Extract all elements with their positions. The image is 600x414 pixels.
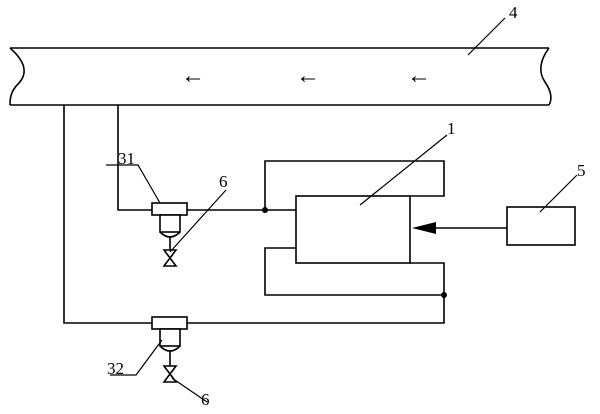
flow-arrow: ← xyxy=(296,63,320,89)
leader-lines xyxy=(106,17,578,403)
label-pipe-4: 4 xyxy=(509,3,518,22)
label-device-1: 1 xyxy=(447,119,456,138)
device-1 xyxy=(295,195,411,264)
junction-31 xyxy=(151,202,188,250)
junction-32 xyxy=(151,316,188,366)
label-valve-6-lower: 6 xyxy=(201,390,210,409)
arrow-head xyxy=(412,222,436,234)
label-junction-31: 31 xyxy=(118,149,135,168)
label-source-5: 5 xyxy=(577,161,586,180)
label-valve-6-upper: 6 xyxy=(219,172,228,191)
junction-dot xyxy=(441,292,447,298)
upper-branch-line xyxy=(117,105,445,211)
main-pipe xyxy=(9,47,552,106)
label-junction-32: 32 xyxy=(107,359,124,378)
flow-arrow: ← xyxy=(407,63,431,89)
junction-dot xyxy=(262,207,268,213)
flow-arrow: ← xyxy=(181,63,205,89)
outer-lower-line xyxy=(63,105,152,324)
source-5 xyxy=(412,206,576,246)
flow-arrows: ← ← ← xyxy=(181,63,431,89)
valve-upper[interactable] xyxy=(162,249,178,267)
